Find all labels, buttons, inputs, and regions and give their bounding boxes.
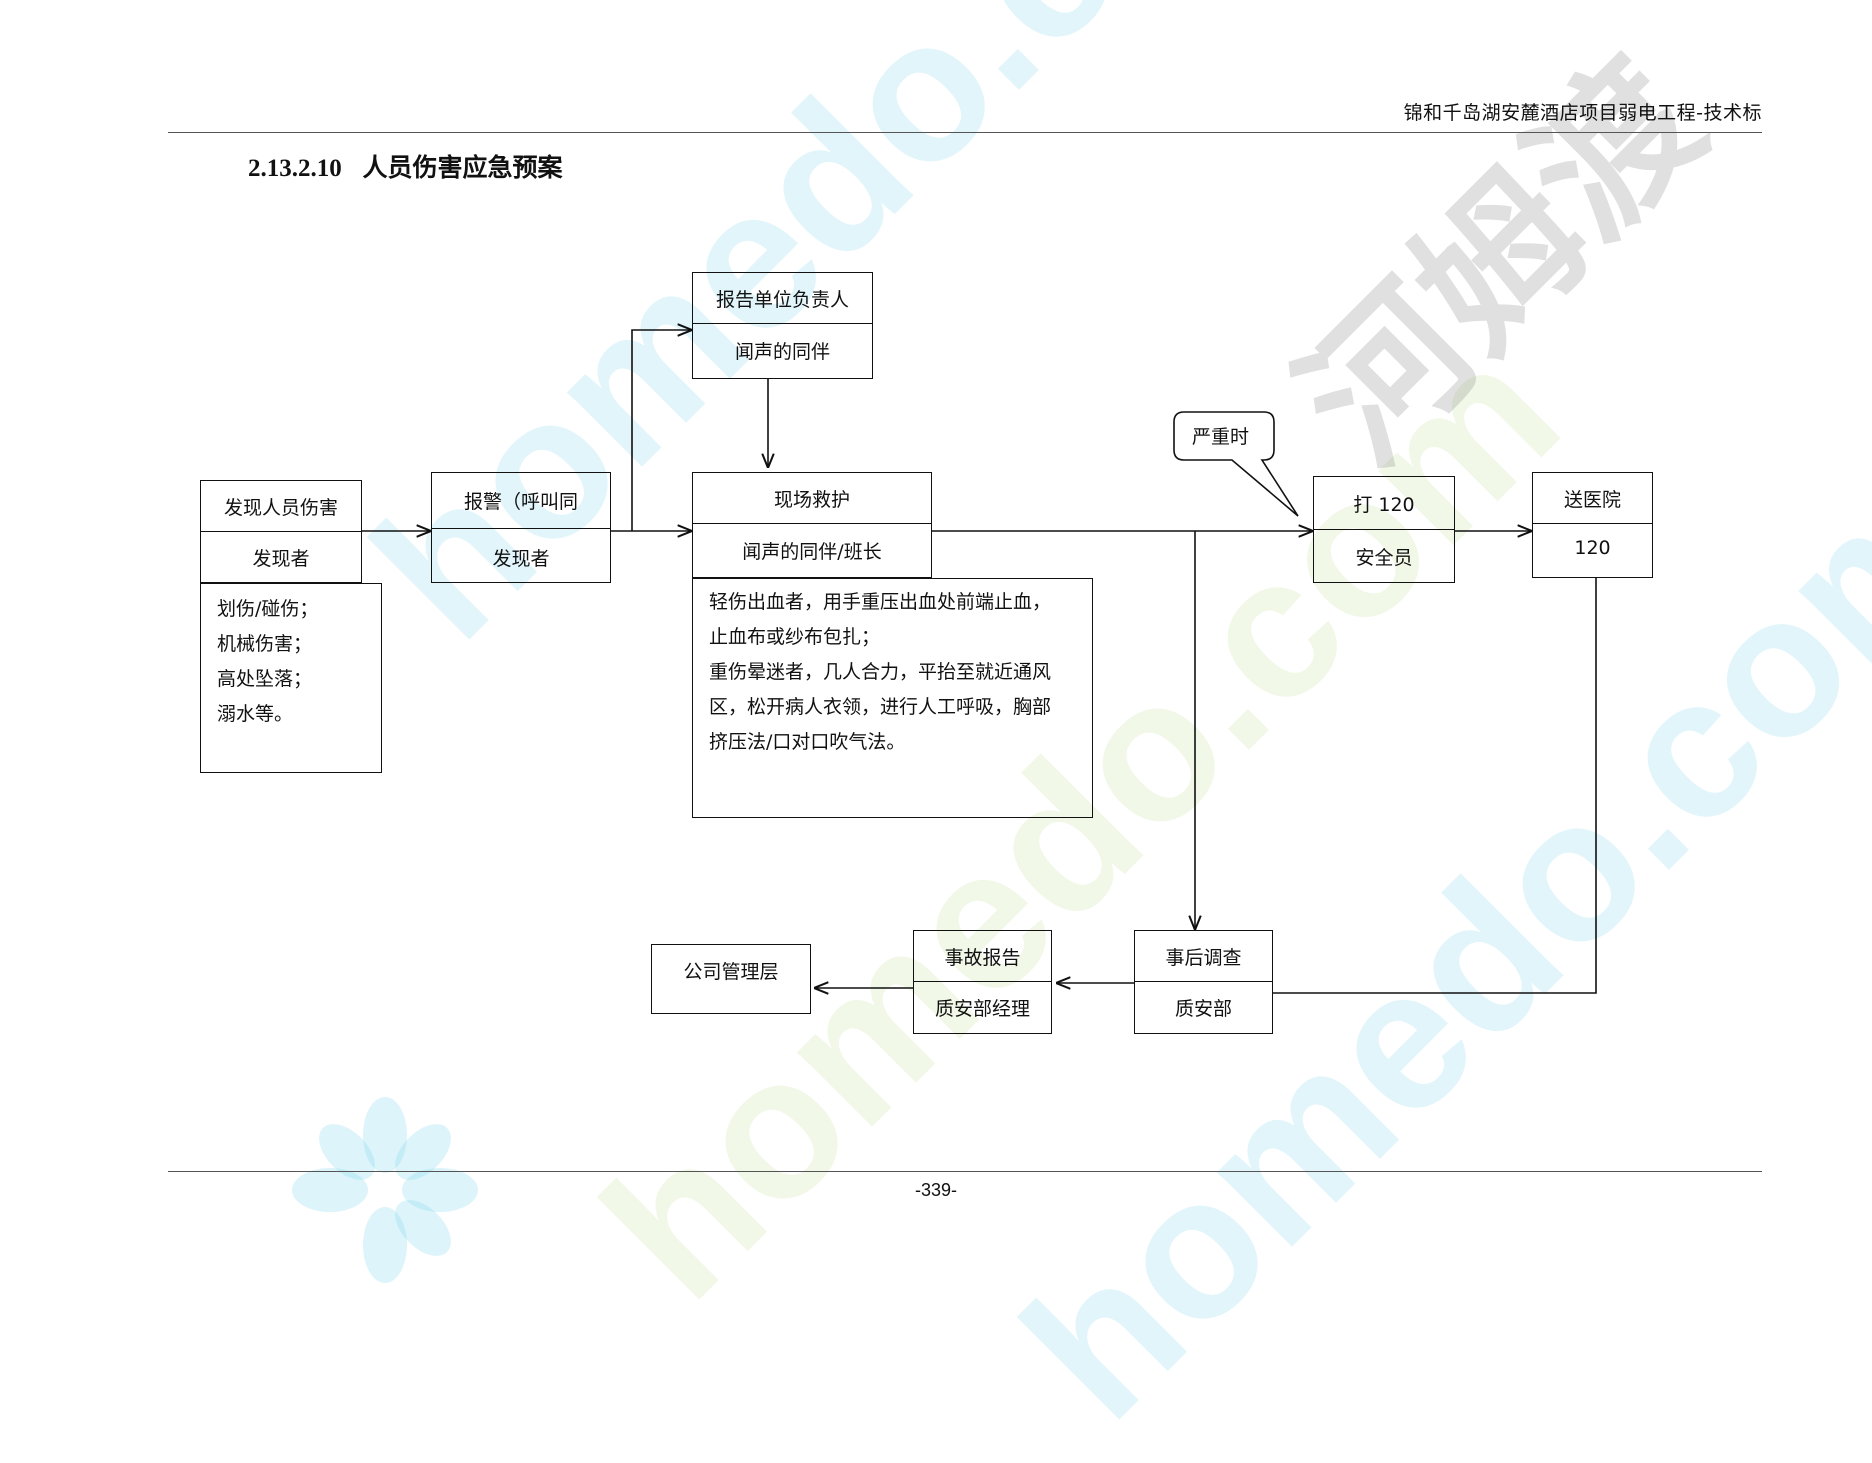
rescue-instruction-line: 轻伤出血者，用手重压出血处前端止血， — [709, 591, 1052, 613]
investigation-box: 事后调查 质安部 — [1134, 930, 1273, 1034]
injury-type-item: 溺水等。 — [217, 703, 294, 725]
section-title-text: 人员伤害应急预案 — [362, 153, 563, 182]
alarm-role: 发现者 — [492, 548, 550, 570]
rescue-instruction-line: 挤压法/口对口吹气法。 — [709, 731, 906, 753]
box-divider — [201, 531, 361, 532]
box-divider — [1533, 523, 1652, 524]
injury-type-item: 高处坠落； — [217, 668, 313, 690]
flow-connectors — [362, 0, 1597, 1323]
onsite-rescue-role: 闻声的同伴/班长 — [742, 541, 882, 563]
discover-injury-role: 发现者 — [252, 548, 310, 570]
rescue-instruction-line: 重伤晕迷者，几人合力，平抬至就近通风 — [709, 661, 1052, 683]
box-divider — [914, 981, 1051, 982]
discover-injury-box: 发现人员伤害 发现者 — [200, 480, 362, 583]
accident-report-box: 事故报告 质安部经理 — [913, 930, 1052, 1034]
arrow-alarm-to-report — [631, 330, 692, 531]
line-hospital-to-investigation — [1273, 578, 1597, 994]
management-box: 公司管理层 — [651, 944, 811, 1014]
report-leader-role: 闻声的同伴 — [734, 341, 830, 363]
investigation-title: 事后调查 — [1165, 947, 1242, 969]
call-120-role: 安全员 — [1355, 547, 1413, 569]
severe-condition-label: 严重时 — [1192, 426, 1250, 448]
send-hospital-role: 120 — [1574, 537, 1611, 559]
box-divider — [1314, 529, 1454, 530]
page-number: -339- — [914, 1180, 958, 1200]
box-divider — [1135, 981, 1272, 982]
call-120-box: 打 120 安全员 — [1313, 476, 1455, 583]
section-heading: 2.13.2.10 人员伤害应急预案 — [248, 148, 562, 184]
callout-bubble — [1173, 411, 1299, 517]
rescue-instruction-line: 区，松开病人衣领，进行人工呼吸，胸部 — [709, 696, 1052, 718]
discover-injury-title: 发现人员伤害 — [223, 497, 338, 519]
report-leader-title: 报告单位负责人 — [715, 289, 849, 311]
footer-rule — [168, 1171, 1762, 1172]
injury-type-item: 机械伤害； — [217, 633, 313, 655]
box-divider — [432, 528, 610, 529]
injury-type-item: 划伤/碰伤； — [217, 598, 319, 620]
alarm-title: 报警（呼叫同 — [463, 491, 578, 513]
document-header-title: 锦和千岛湖安麓酒店项目弱电工程-技术标 — [1403, 102, 1762, 124]
header-rule — [168, 132, 1762, 133]
injury-types-list: 划伤/碰伤； 机械伤害； 高处坠落； 溺水等。 — [200, 583, 382, 773]
onsite-rescue-title: 现场救护 — [773, 489, 850, 511]
accident-report-role: 质安部经理 — [934, 998, 1030, 1020]
rescue-instructions: 轻伤出血者，用手重压出血处前端止血， 止血布或纱布包扎； 重伤晕迷者，几人合力，… — [692, 578, 1093, 818]
accident-report-title: 事故报告 — [944, 947, 1021, 969]
alarm-box: 报警（呼叫同 发现者 — [431, 472, 611, 583]
call-120-title: 打 120 — [1353, 494, 1415, 516]
report-leader-box: 报告单位负责人 闻声的同伴 — [692, 272, 873, 379]
send-hospital-box: 送医院 120 — [1532, 472, 1653, 578]
section-number: 2.13.2.10 — [248, 155, 342, 182]
send-hospital-title: 送医院 — [1563, 489, 1621, 511]
management-title: 公司管理层 — [683, 961, 779, 983]
box-divider — [693, 523, 931, 524]
box-divider — [693, 323, 872, 324]
rescue-instruction-line: 止血布或纱布包扎； — [709, 626, 881, 648]
onsite-rescue-box: 现场救护 闻声的同伴/班长 — [692, 472, 932, 578]
investigation-role: 质安部 — [1174, 998, 1232, 1020]
